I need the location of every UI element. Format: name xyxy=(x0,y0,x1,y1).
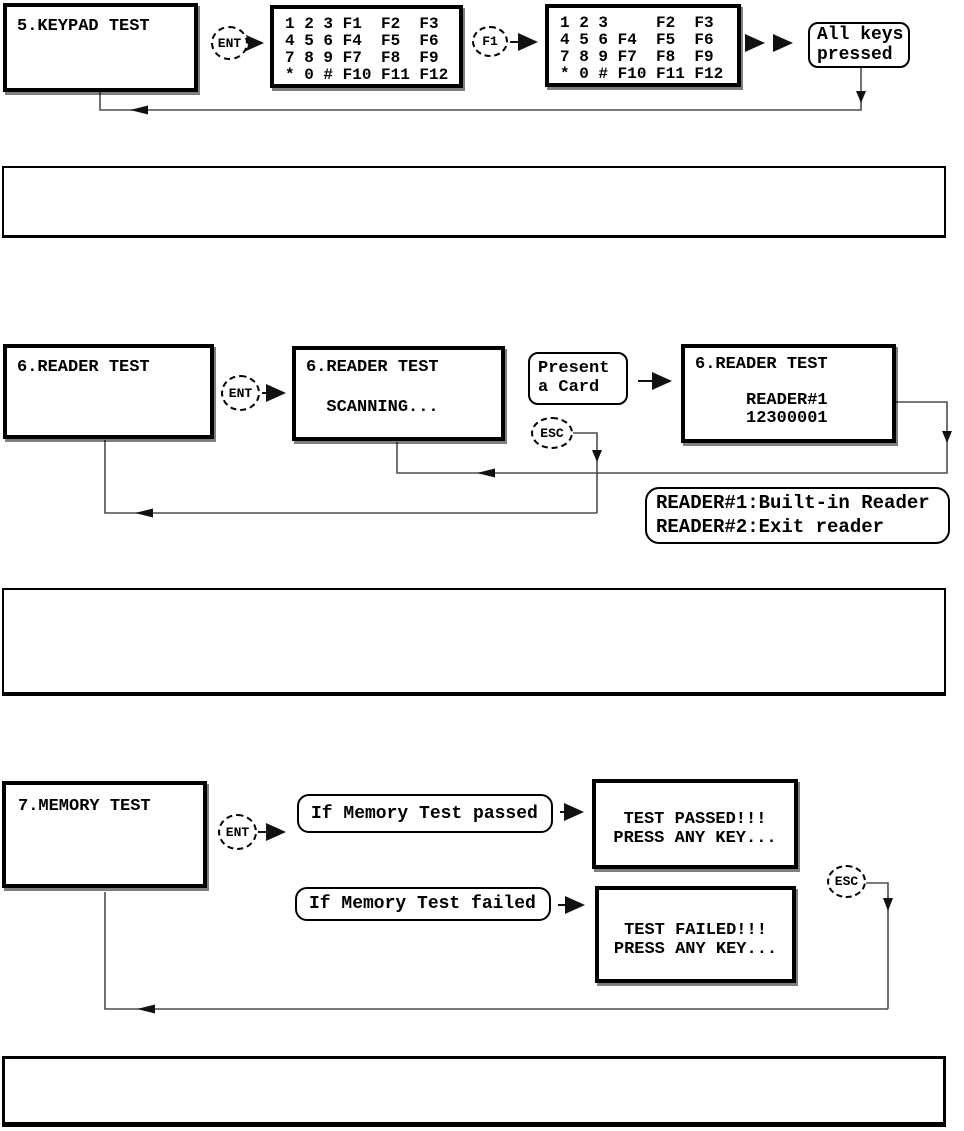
note-line: Present xyxy=(538,359,610,378)
note-line: All keys xyxy=(817,25,904,45)
screen-row xyxy=(306,378,491,398)
empty-note-box-1 xyxy=(2,166,946,238)
esc-key-label: ESC xyxy=(540,425,564,441)
screen-text: 5.KEYPAD TEST xyxy=(17,17,150,36)
screen-text: 6.READER TEST xyxy=(17,358,150,377)
keypad-test-menu-screen: 5.KEYPAD TEST xyxy=(3,3,198,92)
arrowhead-left-reader-loop xyxy=(477,468,495,478)
reader-test-menu-screen: 6.READER TEST xyxy=(3,344,214,439)
note-line: If Memory Test failed xyxy=(309,894,536,914)
all-keys-pressed-note: All keys pressed xyxy=(808,22,910,68)
reader-return-line xyxy=(104,440,597,514)
screen-row: 4 5 6 F4 F5 F6 xyxy=(560,31,714,49)
keypad-f1-pressed-screen: 1 2 3 F2 F3 4 5 6 F4 F5 F6 7 8 9 F7 F8 F… xyxy=(545,4,741,87)
arrowhead-down-reader-loop xyxy=(942,431,952,443)
ent-key-badge: ENT xyxy=(211,26,248,60)
memory-esc-line xyxy=(866,882,889,1009)
screen-row: 12300001 xyxy=(695,409,828,428)
screen-row: 7 8 9 F7 F8 F9 xyxy=(285,49,439,67)
keypad-return-line xyxy=(99,68,862,111)
screen-row: 1 2 3 F2 F3 xyxy=(560,14,714,32)
arrowhead-left-keypad-return xyxy=(130,105,148,115)
note-line: a Card xyxy=(538,378,600,397)
arrowhead-down-reader-esc xyxy=(592,450,602,462)
screen-row: 7 8 9 F7 F8 F9 xyxy=(560,48,714,66)
memory-passed-condition-note: If Memory Test passed xyxy=(297,794,553,833)
screen-row: 4 5 6 F4 F5 F6 xyxy=(285,32,439,50)
screen-row: TEST PASSED!!! xyxy=(623,810,767,829)
arrowhead-down-memory-esc xyxy=(883,898,893,911)
ent-key-label: ENT xyxy=(225,824,250,840)
screen-row: READER#1 xyxy=(695,391,828,410)
note-line: READER#2:Exit reader xyxy=(656,516,885,538)
screen-row: * 0 # F10 F11 F12 xyxy=(285,66,449,84)
empty-note-box-2 xyxy=(2,588,946,696)
arrowhead-left-reader-return xyxy=(135,508,153,518)
screen-text: 7.MEMORY TEST xyxy=(18,797,151,816)
reader-scanning-screen: 6.READER TEST SCANNING... xyxy=(292,346,505,441)
memory-failed-screen: TEST FAILED!!! PRESS ANY KEY... xyxy=(595,886,796,983)
arrowhead-left-memory-return xyxy=(137,1004,155,1014)
esc-key-badge: ESC xyxy=(827,865,866,898)
screen-row: * 0 # F10 F11 F12 xyxy=(560,65,724,83)
screen-row: SCANNING... xyxy=(306,398,439,417)
screen-row: PRESS ANY KEY... xyxy=(613,940,778,959)
screen-row: 6.READER TEST xyxy=(306,358,439,377)
memory-failed-condition-note: If Memory Test failed xyxy=(295,887,551,921)
ent-key-badge: ENT xyxy=(221,375,260,411)
screen-row xyxy=(695,374,882,392)
ent-key-label: ENT xyxy=(217,35,242,51)
screen-row: TEST FAILED!!! xyxy=(624,921,767,940)
f1-key-label: F1 xyxy=(482,34,498,49)
screen-row: 6.READER TEST xyxy=(695,355,828,374)
esc-key-label: ESC xyxy=(834,874,859,889)
f1-key-badge: F1 xyxy=(472,26,508,57)
present-a-card-note: Present a Card xyxy=(528,352,628,405)
arrowhead-down-allkeys xyxy=(856,91,866,103)
screen-row: PRESS ANY KEY... xyxy=(613,829,777,848)
ent-key-badge: ENT xyxy=(218,814,257,850)
memory-test-menu-screen: 7.MEMORY TEST xyxy=(2,781,207,888)
keypad-all-keys-screen: 1 2 3 F1 F2 F3 4 5 6 F4 F5 F6 7 8 9 F7 F… xyxy=(270,5,463,88)
empty-note-box-3 xyxy=(2,1056,946,1127)
reader-legend-note: READER#1:Built-in Reader READER#2:Exit r… xyxy=(645,487,950,544)
note-line: pressed xyxy=(817,45,893,65)
screen-row: 1 2 3 F1 F2 F3 xyxy=(285,15,439,33)
esc-key-badge: ESC xyxy=(531,417,573,449)
ent-key-label: ENT xyxy=(228,385,253,401)
note-line: If Memory Test passed xyxy=(311,804,538,824)
note-line: READER#1:Built-in Reader xyxy=(656,492,930,514)
reader-esc-line xyxy=(573,432,598,513)
reader-result-screen: 6.READER TEST READER#1 12300001 xyxy=(681,344,896,443)
memory-passed-screen: TEST PASSED!!! PRESS ANY KEY... xyxy=(592,779,798,869)
